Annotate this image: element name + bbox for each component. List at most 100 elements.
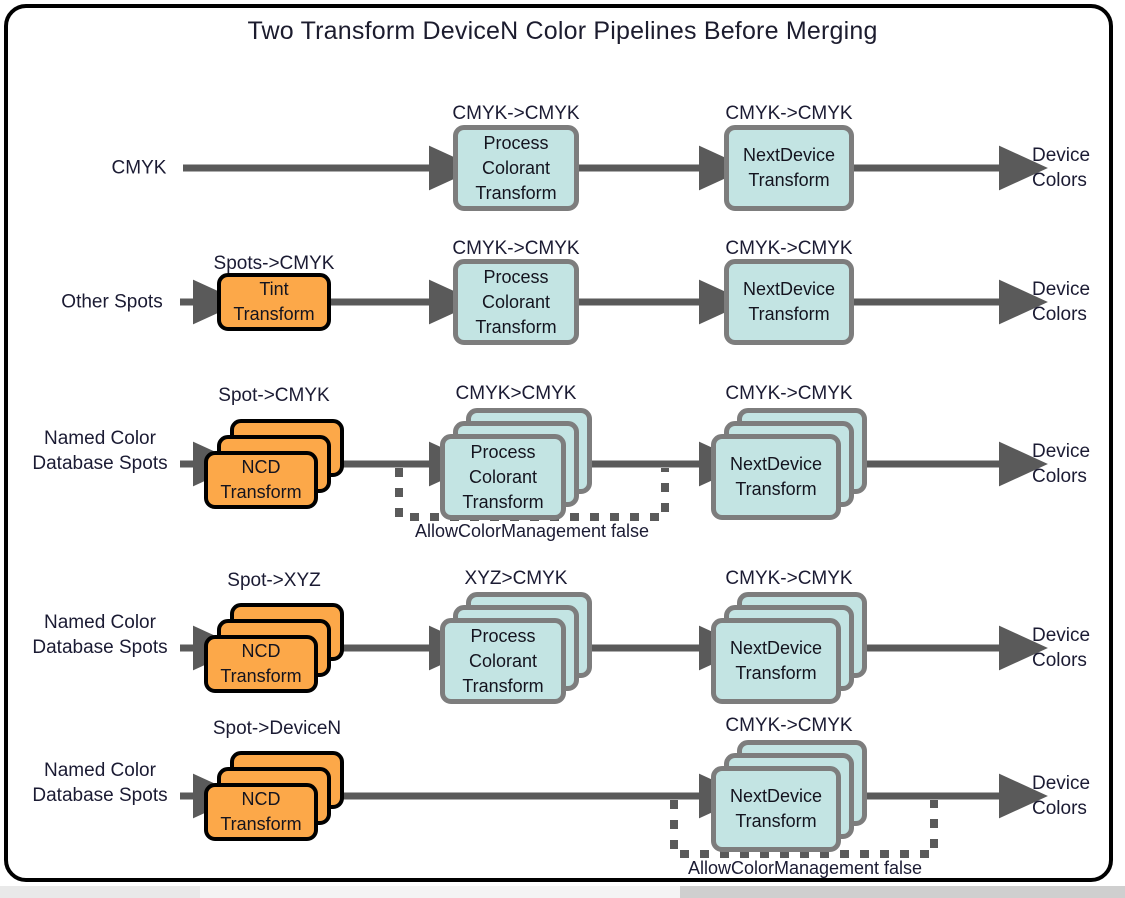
row-source-line1: CMYK (111, 157, 167, 179)
row-source-line2: Database Spots (32, 637, 168, 658)
output-line1: Device (1032, 773, 1091, 794)
box-line-2: Transform (220, 482, 302, 502)
node-row4-process-colorant-transform[interactable]: Process Colorant Transform (440, 592, 592, 704)
box-front: NextDevice Transform (711, 618, 841, 704)
output-label-row5: Device Colors (1032, 771, 1090, 821)
row-source-line2: Database Spots (32, 453, 168, 474)
box-line-1: Process (470, 441, 536, 462)
box-front: Process Colorant Transform (440, 618, 566, 704)
output-line2: Colors (1032, 798, 1087, 819)
caption-row2-nextdevice: CMYK->CMYK (725, 238, 853, 259)
output-label-row2: Device Colors (1032, 277, 1090, 327)
bypass-label-row5: AllowColorManagement false (687, 858, 923, 878)
box-line-1: NextDevice (729, 638, 823, 658)
box-line-3: Transform (462, 491, 544, 512)
box-line-2: Transform (220, 814, 302, 834)
box-line-1: Tint (259, 279, 289, 299)
output-label-row4: Device Colors (1032, 623, 1090, 673)
node-row3-ncd-transform[interactable]: NCD Transform (204, 419, 344, 509)
box-front: NCD Transform (204, 783, 318, 841)
caption-row5-nextdevice: CMYK->CMYK (725, 715, 853, 736)
box-front: NCD Transform (204, 451, 318, 509)
page-title: Two Transform DeviceN Color Pipelines Be… (247, 17, 878, 45)
box-line-3: Transform (462, 675, 544, 696)
output-line1: Device (1032, 279, 1091, 300)
box-front: NextDevice Transform (724, 259, 854, 345)
box-line-2: Transform (220, 666, 302, 686)
output-label-row1: Device Colors (1032, 143, 1090, 193)
box-line-3: Transform (475, 316, 557, 337)
node-row4-nextdevice-transform[interactable]: NextDevice Transform (711, 592, 867, 704)
box-line-1: NCD (241, 789, 281, 809)
output-line2: Colors (1032, 466, 1087, 487)
node-row1-process-colorant-transform[interactable]: Process Colorant Transform (453, 125, 579, 211)
output-line1: Device (1032, 441, 1091, 462)
caption-row2-tint: Spots->CMYK (213, 253, 335, 274)
node-row2-nextdevice-transform[interactable]: NextDevice Transform (724, 259, 854, 345)
caption-row3-process: CMYK>CMYK (455, 383, 577, 404)
box-front: Process Colorant Transform (453, 259, 579, 345)
caption-row1-nextdevice: CMYK->CMYK (725, 103, 853, 124)
node-row4-ncd-transform[interactable]: NCD Transform (204, 603, 344, 693)
output-line1: Device (1032, 625, 1091, 646)
scrollbar-thumb[interactable] (0, 886, 200, 898)
node-row2-process-colorant-transform[interactable]: Process Colorant Transform (453, 259, 579, 345)
box-line-2: Transform (748, 304, 830, 324)
box-line-2: Transform (748, 170, 830, 190)
box-line-2: Transform (735, 811, 817, 831)
output-line2: Colors (1032, 650, 1087, 671)
caption-row4-process: XYZ>CMYK (464, 568, 568, 589)
box-front: NCD Transform (204, 635, 318, 693)
sidebar-item-row-ncd-cmyk: Named Color Database Spots (32, 426, 167, 476)
bypass-label-row3: AllowColorManagement false (414, 521, 650, 541)
box-line-1: NextDevice (729, 454, 823, 474)
box-front: Process Colorant Transform (453, 125, 579, 211)
box-line-2: Colorant (481, 291, 551, 312)
box-line-1: NCD (241, 641, 281, 661)
box-front: NextDevice Transform (724, 125, 854, 211)
output-line2: Colors (1032, 170, 1087, 191)
box-line-2: Colorant (468, 466, 538, 487)
row-source-line1: Named Color (44, 612, 156, 633)
box-line-2: Colorant (468, 650, 538, 671)
box-line-1: NextDevice (742, 145, 836, 165)
sidebar-item-row-cmyk: CMYK (112, 156, 167, 181)
sidebar-item-row-other-spots: Other Spots (61, 290, 162, 315)
node-row3-process-colorant-transform[interactable]: Process Colorant Transform (440, 408, 592, 520)
output-line1: Device (1032, 145, 1091, 166)
row-source-line2: Database Spots (32, 785, 168, 806)
box-front: Process Colorant Transform (440, 434, 566, 520)
scrollbar-track[interactable] (680, 886, 1125, 898)
row-source-line1: Named Color (44, 428, 156, 449)
box-line-2: Transform (735, 479, 817, 499)
box-line-2: Colorant (481, 157, 551, 178)
box-line-2: Transform (233, 304, 315, 324)
caption-row5-ncd: Spot->DeviceN (212, 718, 342, 739)
node-row5-nextdevice-transform[interactable]: NextDevice Transform (711, 740, 867, 852)
node-row1-nextdevice-transform[interactable]: NextDevice Transform (724, 125, 854, 211)
sidebar-item-row-ncd-xyz: Named Color Database Spots (32, 610, 167, 660)
row-source-line1: Named Color (44, 760, 156, 781)
box-line-3: Transform (475, 182, 557, 203)
sidebar-item-row-ncd-devicen: Named Color Database Spots (32, 758, 167, 808)
caption-row3-ncd: Spot->CMYK (218, 385, 330, 406)
box-front: Tint Transform (217, 273, 331, 331)
node-row3-nextdevice-transform[interactable]: NextDevice Transform (711, 408, 867, 520)
box-front: NextDevice Transform (711, 766, 841, 852)
caption-row2-process: CMYK->CMYK (452, 238, 580, 259)
box-line-1: Process (483, 266, 549, 287)
box-line-1: NextDevice (729, 786, 823, 806)
node-row2-tint-transform[interactable]: Tint Transform (217, 273, 331, 331)
node-row5-ncd-transform[interactable]: NCD Transform (204, 751, 344, 841)
box-line-1: NCD (241, 457, 281, 477)
output-line2: Colors (1032, 304, 1087, 325)
horizontal-scrollbar[interactable] (0, 886, 1125, 898)
box-line-1: Process (470, 625, 536, 646)
box-line-2: Transform (735, 663, 817, 683)
caption-row4-nextdevice: CMYK->CMYK (725, 568, 853, 589)
box-line-1: Process (483, 132, 549, 153)
caption-row3-nextdevice: CMYK->CMYK (725, 383, 853, 404)
caption-row4-ncd: Spot->XYZ (227, 570, 321, 591)
box-line-1: NextDevice (742, 279, 836, 299)
